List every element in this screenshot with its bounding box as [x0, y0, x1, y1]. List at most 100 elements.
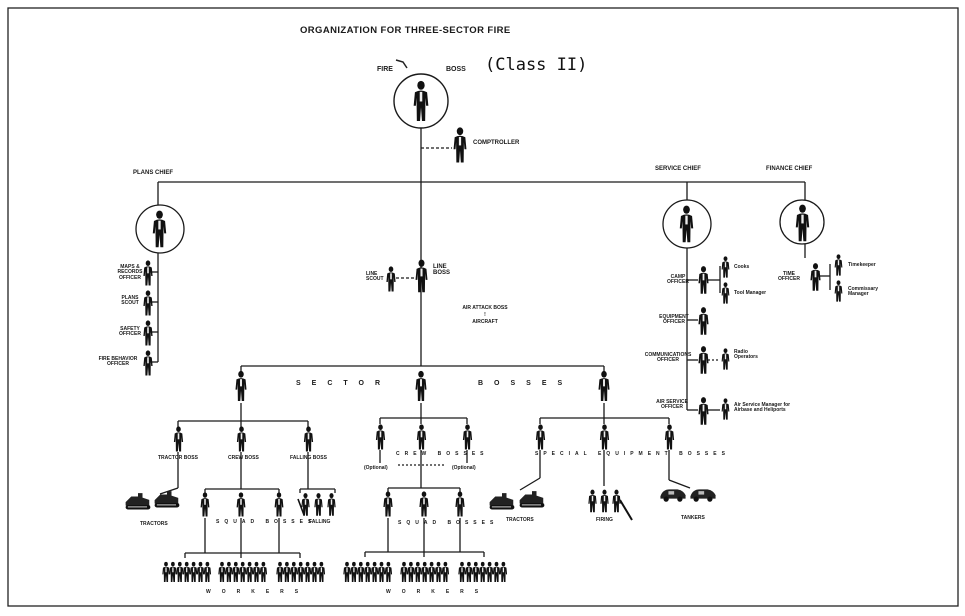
tractors-label-2: TRACTORS [506, 518, 534, 523]
fire-label: FIRE [377, 66, 393, 73]
firing-figure [612, 490, 620, 513]
worker-figure [218, 562, 225, 582]
falling-boss-figure [304, 426, 313, 451]
safety-officer-label: SAFETY OFFICER [117, 327, 143, 338]
worker-figure [458, 562, 465, 582]
timekeeper-figure [835, 254, 843, 275]
tool-manager-figure [722, 282, 730, 303]
worker-figure [500, 562, 507, 582]
squad-boss-figure [383, 491, 392, 516]
comptroller-figure [454, 127, 467, 162]
plans-staff-figure [143, 350, 152, 375]
cooks-label: Cooks [734, 265, 749, 270]
worker-figure [276, 562, 283, 582]
squad-boss-figure [455, 491, 464, 516]
line-scout-label: LINE SCOUT [366, 272, 384, 283]
service-chief-label: SERVICE CHIEF [655, 166, 701, 172]
tractor-icon [155, 491, 180, 507]
bosses-label: BOSSES [478, 380, 573, 387]
worker-figure [225, 562, 232, 582]
worker-figure [232, 562, 239, 582]
workers-label-2: WORKERS [386, 590, 489, 595]
sector-label: SECTOR [296, 380, 391, 387]
optional-left-label: (Optional) [364, 466, 388, 471]
firing-figure [600, 490, 608, 513]
mark-icon [396, 60, 407, 68]
worker-figure [246, 562, 253, 582]
plans-staff-figure [143, 290, 152, 315]
worker-figure [290, 562, 297, 582]
page-title: ORGANIZATION FOR THREE-SECTOR FIRE [300, 26, 511, 36]
time-officer-label: TIME OFFICER [772, 272, 806, 283]
tankers-label: TANKERS [681, 516, 705, 521]
worker-figure [493, 562, 500, 582]
faller-figure [314, 493, 322, 516]
worker-figure [407, 562, 414, 582]
class-label: (Class II) [485, 57, 587, 75]
worker-figure [239, 562, 246, 582]
worker-figure [169, 562, 176, 582]
squad-boss-figure [201, 492, 210, 516]
air-service-manager-label: Air Service Manager for Airbase and Heli… [734, 403, 806, 414]
tractor-icon [520, 491, 545, 507]
worker-figure [176, 562, 183, 582]
worker-figure [260, 562, 267, 582]
tractor-boss-label: TRACTOR BOSS [158, 456, 198, 461]
radio-operators-label: Radio Operators [734, 350, 762, 361]
air-service-manager-figure [722, 398, 730, 419]
worker-figure [297, 562, 304, 582]
worker-figure [253, 562, 260, 582]
crew-boss-figure [376, 424, 385, 449]
comptroller-label: COMPTROLLER [473, 140, 519, 146]
commissary-manager-label: Commissary Manager [848, 287, 894, 298]
communications-officer-label: COMMUNICATIONS OFFICER [640, 353, 696, 364]
tractor-icon [126, 493, 151, 509]
crew-boss-figure [417, 424, 426, 449]
camp-officer-figure [698, 266, 708, 294]
tractor-icon [490, 493, 515, 509]
plans-chief-label: PLANS CHIEF [133, 170, 173, 176]
worker-figure [428, 562, 435, 582]
time-officer-figure [810, 263, 820, 291]
workers-label: WORKERS [206, 590, 309, 595]
plans-scout-label: PLANS SCOUT [117, 296, 143, 307]
air-attack-boss-label: AIR ATTACK BOSS [448, 306, 522, 311]
firing-label: FIRING [596, 518, 613, 523]
worker-figure [378, 562, 385, 582]
worker-figure [311, 562, 318, 582]
squad-boss-figure [237, 492, 246, 516]
special-equipment-bosses-label: SPECIAL EQUIPMENT BOSSES [535, 452, 730, 457]
worker-figure [190, 562, 197, 582]
maps-records-officer-label: MAPS & RECORDS OFFICER [117, 265, 143, 281]
worker-figure [472, 562, 479, 582]
worker-figure [304, 562, 311, 582]
connector-lines [148, 128, 830, 558]
crew-bosses-label: CREW BOSSES [396, 452, 489, 457]
worker-figure [357, 562, 364, 582]
worker-figure [318, 562, 325, 582]
falling-label: FALLING [309, 520, 330, 525]
finance-chief-label: FINANCE CHIEF [766, 166, 812, 172]
tanker-icon [660, 489, 685, 501]
firing-figure [588, 490, 596, 513]
squad-bosses-label-2: SQUAD BOSSES [398, 521, 498, 526]
worker-figure [400, 562, 407, 582]
worker-figure [204, 562, 211, 582]
crew-boss-figure [237, 426, 246, 451]
camp-officer-label: CAMP OFFICER [660, 275, 696, 286]
worker-figure [414, 562, 421, 582]
crew-boss-figure [463, 424, 472, 449]
worker-figure [283, 562, 290, 582]
worker-figure [479, 562, 486, 582]
worker-figure [442, 562, 449, 582]
worker-figure [162, 562, 169, 582]
special-equipment-boss-figure [665, 424, 674, 449]
line-boss-label: LINE BOSS [433, 264, 457, 277]
worker-figure [343, 562, 350, 582]
aircraft-label: AIRCRAFT [448, 320, 522, 325]
worker-figure [350, 562, 357, 582]
sector-boss-figure [415, 371, 426, 401]
air-service-officer-figure [698, 397, 708, 425]
worker-figure [435, 562, 442, 582]
tanker-icon [690, 489, 715, 501]
